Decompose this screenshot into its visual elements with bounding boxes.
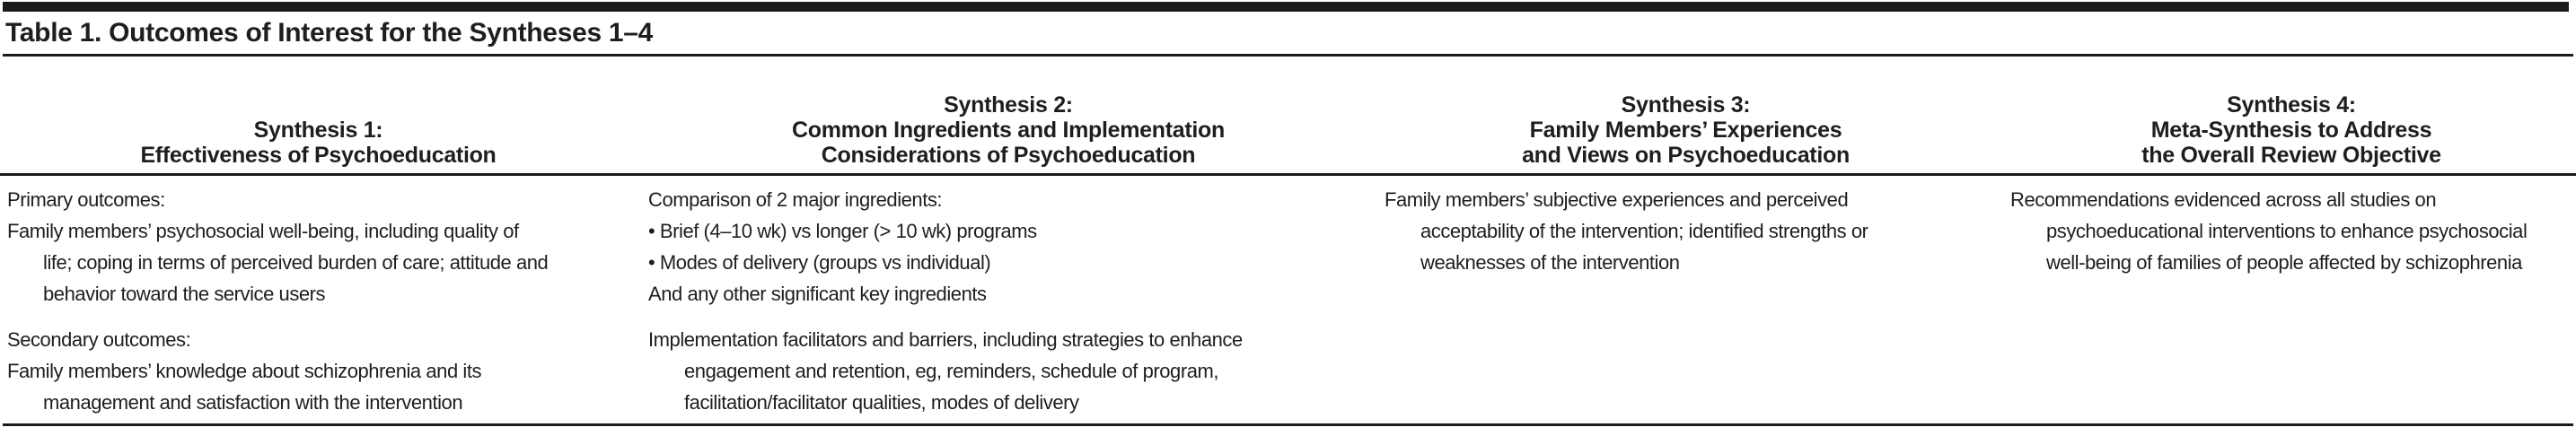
header-line: Family Members’ Experiences [1529,118,1842,143]
body-line: life; coping in terms of perceived burde… [43,251,549,274]
synthesis-4-recommendations-cell: Recommendations evidenced across all stu… [1996,176,2576,418]
bullet-body-line: • Brief (4–10 wk) vs longer (> 10 wk) pr… [648,220,1037,242]
header-line: Effectiveness of Psychoeducation [140,143,497,168]
header-line: Common Ingredients and Implementation [792,118,1225,143]
header-underline-rule [0,173,2576,176]
body-line: Family members’ psychosocial well-being,… [7,220,519,242]
body-line: acceptability of the intervention; ident… [1420,220,1868,242]
major-ingredients-block: Comparison of 2 major ingredients: • Bri… [648,184,1368,310]
experiences-block: Family members’ subjective experiences a… [1385,184,1987,278]
synthesis-3-experiences-cell: Family members’ subjective experiences a… [1377,176,1996,418]
table-top-rule [3,2,2569,12]
implementation-block: Implementation facilitators and barriers… [648,324,1368,418]
body-line: Primary outcomes: [7,188,165,211]
synthesis-3-header: Synthesis 3: Family Members’ Experiences… [1377,57,1996,173]
header-line: and Views on Psychoeducation [1522,143,1850,168]
header-line: Considerations of Psychoeducation [821,143,1196,168]
table-grid: Synthesis 1: Effectiveness of Psychoeduc… [0,57,2576,418]
header-line: Synthesis 4: [2227,92,2356,118]
header-line: Synthesis 3: [1621,92,1751,118]
synthesis-2-header: Synthesis 2: Common Ingredients and Impl… [638,57,1377,173]
body-line: Comparison of 2 major ingredients: [648,188,943,211]
header-line: Meta-Synthesis to Address [2150,118,2432,143]
body-line: engagement and retention, eg, reminders,… [684,360,1219,382]
title-underline-rule [3,54,2573,57]
synthesis-4-header: Synthesis 4: Meta-Synthesis to Address t… [1996,57,2576,173]
synthesis-2-ingredients-cell: Comparison of 2 major ingredients: • Bri… [638,176,1377,418]
body-line: Family members’ knowledge about schizoph… [7,360,482,382]
body-line: management and satisfaction with the int… [43,391,463,414]
primary-outcomes-block: Primary outcomes: Family members’ psycho… [7,184,629,310]
body-line: psychoeducational interventions to enhan… [2046,220,2528,242]
bullet-body-line: • Modes of delivery (groups vs individua… [648,251,991,274]
recommendations-block: Recommendations evidenced across all stu… [2010,184,2572,278]
body-line: Recommendations evidenced across all stu… [2010,188,2437,211]
body-line: Implementation facilitators and barriers… [648,328,1243,351]
header-line: the Overall Review Objective [2141,143,2441,168]
synthesis-1-outcomes-cell: Primary outcomes: Family members’ psycho… [0,176,638,418]
body-line: weaknesses of the intervention [1420,251,1680,274]
body-line: And any other significant key ingredient… [648,283,987,305]
synthesis-1-header: Synthesis 1: Effectiveness of Psychoeduc… [0,57,638,173]
table-bottom-rule [3,423,2573,426]
header-line: Synthesis 2: [944,92,1073,118]
table-title: Table 1. Outcomes of Interest for the Sy… [5,18,654,48]
secondary-outcomes-block: Secondary outcomes: Family members’ know… [7,324,629,418]
body-line: Family members’ subjective experiences a… [1385,188,1849,211]
body-line: facilitation/facilitator qualities, mode… [684,391,1079,414]
body-line: behavior toward the service users [43,283,326,305]
header-line: Synthesis 1: [253,118,383,143]
body-line: Secondary outcomes: [7,328,191,351]
body-line: well-being of families of people affecte… [2046,251,2522,274]
